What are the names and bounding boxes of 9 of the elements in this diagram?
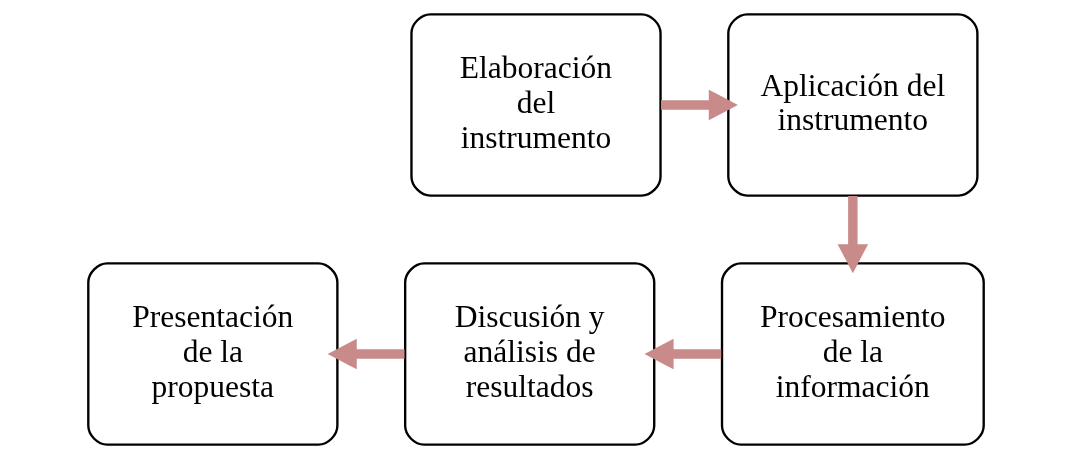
node-box: Aplicación del instrumento	[726, 13, 979, 197]
node-box: Elaboración del instrumento	[409, 13, 662, 197]
node-box: Procesamiento de la información	[720, 262, 985, 446]
arrow	[327, 338, 405, 370]
node-box: Discusión y análisis de resultados	[403, 262, 655, 446]
arrow	[837, 196, 868, 274]
arrow	[644, 338, 721, 370]
arrow	[660, 89, 738, 121]
node-box: Presentación de la propuesta	[86, 262, 339, 446]
